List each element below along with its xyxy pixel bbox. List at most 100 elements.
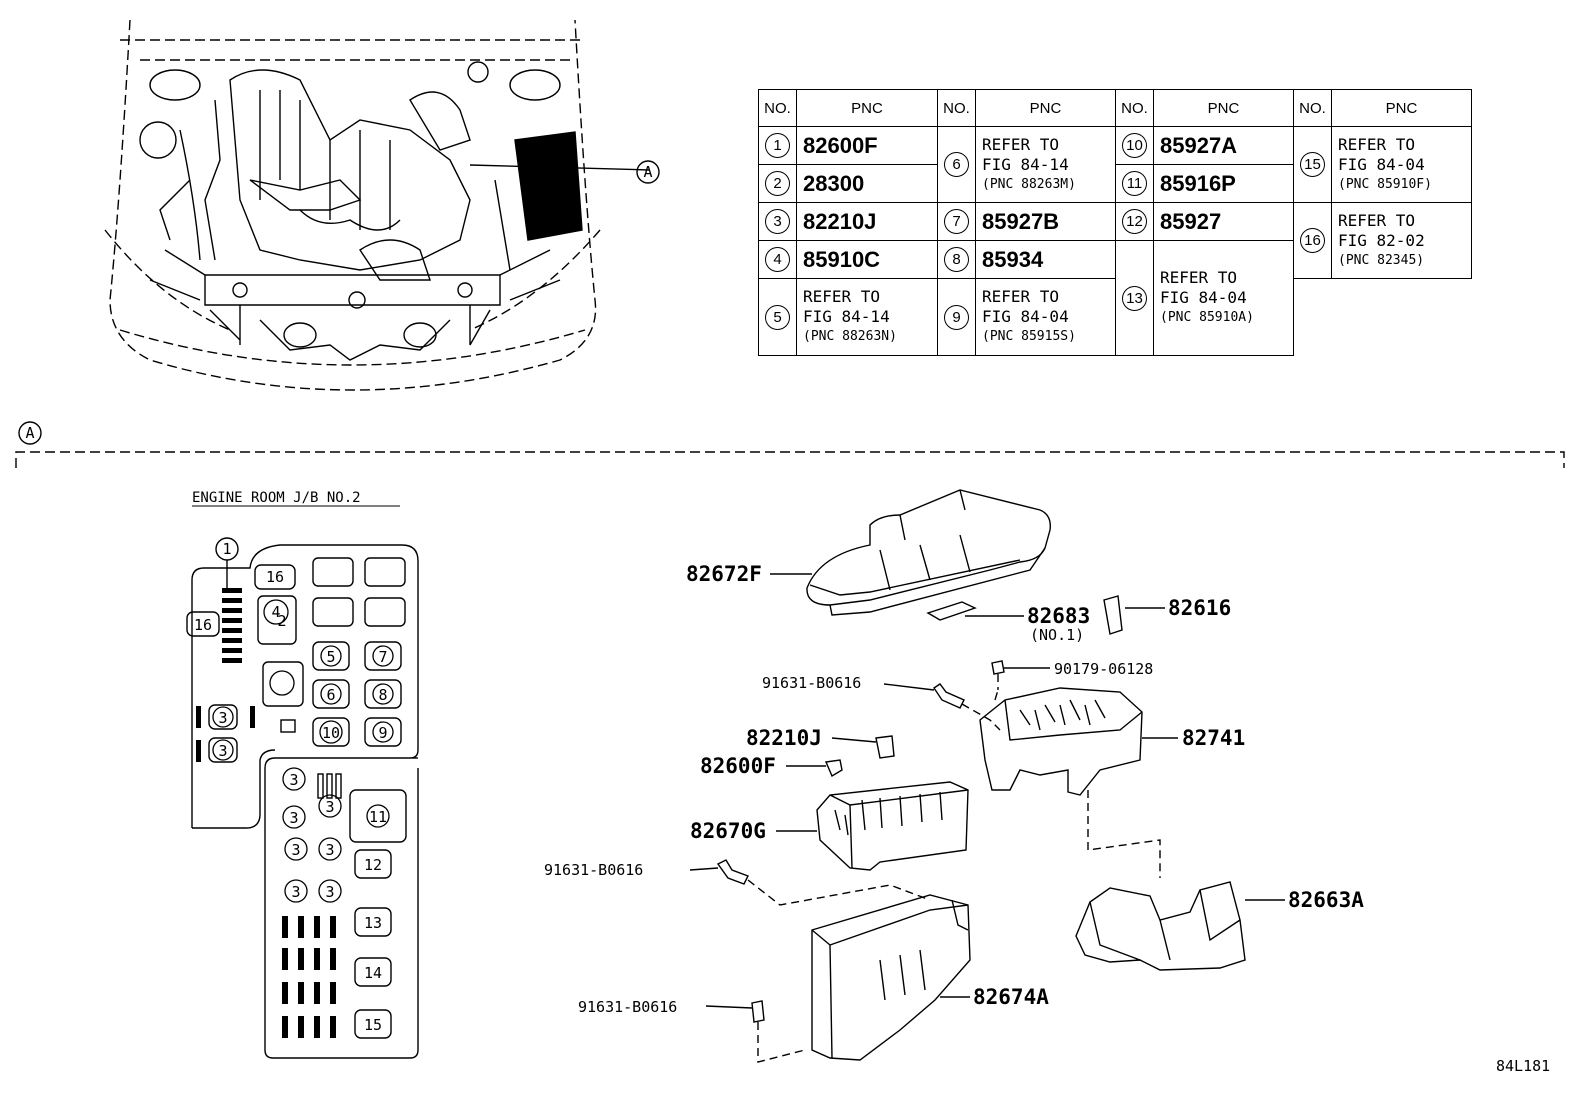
item-number: 16 (1300, 228, 1325, 253)
jb-num: 2 (277, 612, 286, 630)
table-row: 2 28300 11 85916P (758, 164, 1472, 203)
part-labels-small: (NO.1) 91631-B0616 90179-06128 91631-B06… (544, 626, 1550, 1075)
item-number: 12 (1122, 209, 1147, 234)
engine-bay-illustration (104, 19, 651, 391)
part-labels: 82672F 82683 82616 82741 82210J 82600F 8… (686, 562, 1364, 1009)
jb-title: ENGINE ROOM J/B NO.2 (192, 490, 361, 506)
part-label-91631: 91631-B0616 (762, 674, 861, 692)
col-header-pnc: PNC (975, 89, 1116, 127)
item-number: 8 (944, 247, 969, 272)
item-number: 5 (765, 304, 790, 330)
jb-num: 4 (271, 603, 280, 621)
table-header-row: NO. PNC NO. PNC NO. PNC NO. PNC (758, 89, 1472, 127)
jb-num: 3 (291, 883, 300, 901)
assembly-lines (747, 674, 1161, 1063)
jb-num: 3 (325, 798, 334, 816)
jb-num: 5 (326, 648, 335, 666)
part-label-91631: 91631-B0616 (544, 861, 643, 879)
figure-code: 84L181 (1496, 1057, 1550, 1075)
jb-num: 6 (326, 686, 335, 704)
callout-a-marker (636, 160, 660, 184)
col-header-no: NO. (1293, 89, 1332, 127)
jb-num: 3 (289, 809, 298, 827)
item-number: 11 (1122, 171, 1147, 196)
item-number: 10 (1122, 133, 1147, 158)
item-number: 9 (944, 304, 969, 330)
col-header-pnc: PNC (1153, 89, 1294, 127)
col-header-no: NO. (758, 89, 797, 127)
pnc-cell: 82210J (796, 202, 938, 241)
jb-terminal-bars (196, 588, 336, 1038)
fuse-small (824, 759, 843, 778)
jb-num: 16 (194, 616, 212, 634)
part-label-82674A: 82674A (973, 985, 1049, 1009)
jb-num: 10 (322, 724, 340, 742)
pnc-cell: 85927 (1153, 202, 1294, 241)
item-number: 1 (765, 133, 790, 158)
jb-num: 3 (325, 883, 334, 901)
part-label-82600F: 82600F (700, 754, 776, 778)
jb-num: 13 (364, 914, 382, 932)
part-label-82683-sub: (NO.1) (1030, 626, 1084, 644)
part-label-82616: 82616 (1168, 596, 1231, 620)
pnc-cell: 85927B (975, 202, 1116, 241)
jb-num: 3 (325, 841, 334, 859)
jb-num: 3 (291, 841, 300, 859)
jb-num: 15 (364, 1016, 382, 1034)
bolt (933, 683, 965, 709)
part-label-90179: 90179-06128 (1054, 660, 1153, 678)
jb-callouts: 1 2 3 3 3 3 3 3 3 3 3 4 4 5 6 7 8 9 10 1… (194, 540, 388, 1034)
leader-lines (689, 573, 1285, 1009)
junction-block-housing (979, 687, 1143, 796)
col-header-no: NO. (937, 89, 976, 127)
jb-num: 11 (369, 808, 387, 826)
fuse (875, 735, 895, 759)
col-header-no: NO. (1115, 89, 1154, 127)
part-label-82683: 82683 (1027, 604, 1090, 628)
pnc-cell: 82600F (796, 126, 938, 165)
jb-location-highlight (514, 131, 583, 241)
item-number: 7 (944, 209, 969, 234)
jb-num: 12 (364, 856, 382, 874)
jb-layout (186, 537, 419, 1059)
part-label-82672F: 82672F (686, 562, 762, 586)
jb-num: 8 (378, 686, 387, 704)
jb-num: 1 (222, 540, 231, 558)
jb-lower-case-left (811, 894, 971, 1061)
fuse-label (926, 601, 977, 621)
pnc-cell: 85934 (975, 240, 1116, 279)
part-label-82210J: 82210J (746, 726, 822, 750)
item-number: 2 (765, 171, 790, 196)
item-number: 15 (1300, 152, 1325, 177)
section-a-letter: A (25, 424, 34, 442)
bolt (751, 1000, 765, 1023)
part-label-91631: 91631-B0616 (578, 998, 677, 1016)
item-number: 3 (765, 209, 790, 234)
jb-num: 7 (378, 648, 387, 666)
section-a-marker (18, 421, 42, 445)
item-number: 6 (944, 152, 969, 177)
jb-num: 9 (378, 724, 387, 742)
part-label-82670G: 82670G (690, 819, 766, 843)
jb-upper-cover (806, 489, 1051, 616)
jb-num: 3 (218, 742, 227, 760)
pnc-cell: 85927A (1153, 126, 1294, 165)
nut (991, 660, 1005, 675)
callout-a-letter: A (643, 163, 652, 181)
pnc-cell: 85910C (796, 240, 938, 279)
item-number: 13 (1122, 285, 1147, 311)
fuse-puller (1103, 595, 1123, 635)
pnc-cell: 28300 (796, 164, 938, 203)
pnc-cell: 85916P (1153, 164, 1294, 203)
parts-table: NO. PNC NO. PNC NO. PNC NO. PNC 1 82600F… (758, 89, 1472, 356)
jb-num: 16 (266, 568, 284, 586)
